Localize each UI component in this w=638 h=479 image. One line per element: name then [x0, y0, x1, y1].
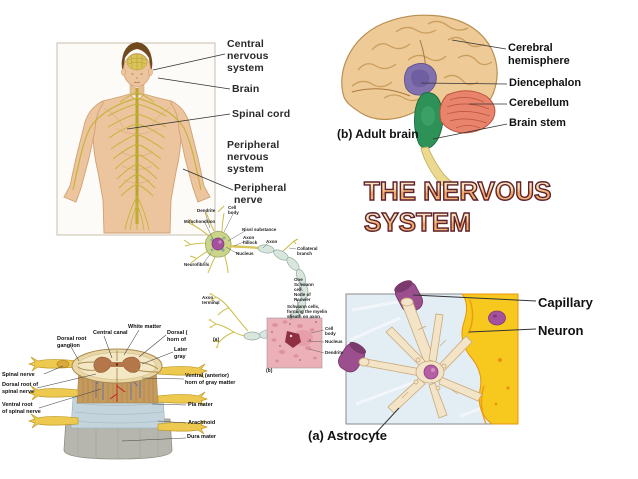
gray-matter-butterfly: [93, 356, 113, 373]
dorsal-root-ganglion-shape: [56, 360, 70, 368]
label-arachnoid: Arachnoid: [188, 420, 216, 426]
label-one-schwann-cell: One Schwann cell: [294, 277, 314, 292]
label-inset-dendrite: Dendrite: [325, 350, 344, 355]
caption-adult-brain: (b) Adult brain: [337, 127, 419, 141]
label-collateral-branch: Collateral branch: [297, 246, 318, 256]
axon-terminals-shape: [209, 293, 249, 348]
caption-neuron-b: (b): [266, 368, 273, 374]
label-ventral-horn: Ventral (anterior) horn of gray matter: [185, 373, 236, 386]
slide-title-line1: THE NERVOUS: [363, 175, 552, 206]
label-dendrite: Dendrite: [197, 208, 216, 213]
hair: [121, 42, 153, 72]
slide-title: THE NERVOUS SYSTEM: [363, 175, 552, 238]
label-cerebellum: Cerebellum: [509, 97, 569, 109]
left-arm: [63, 100, 104, 203]
label-nissl-substance: Nissl substance: [242, 227, 277, 232]
astrocyte-figure-illustration: [338, 280, 519, 425]
sacral-nerves: [124, 195, 150, 231]
neuron-figure-illustration: [183, 205, 325, 369]
label-dorsal-root-ganglion: Dorsal root ganglion: [57, 336, 87, 349]
label-dura-mater: Dura mater: [187, 434, 217, 440]
label-schwann-cells: Schwann cells, forming the myelin sheath…: [287, 304, 328, 319]
body-figure-illustration: [56, 42, 216, 236]
astrocyte-nucleus-shape: [423, 364, 439, 380]
central-canal-shape: [115, 363, 119, 366]
label-central-canal: Central canal: [93, 330, 128, 336]
label-cell-body: Cell body: [228, 205, 239, 215]
spinal-cord-shape: [135, 88, 139, 224]
capillary-left: [338, 341, 367, 373]
label-central-nervous-system: Central nervous system: [227, 38, 269, 74]
label-spinal-cord: Spinal cord: [232, 108, 291, 120]
leader-lines: [126, 39, 537, 435]
dendrites: [183, 205, 229, 274]
caption-neuron-a: (a): [213, 337, 220, 343]
label-nucleus: Nucleus: [236, 251, 254, 256]
axon-shape: [228, 244, 260, 250]
slide-title-line2: SYSTEM: [363, 206, 471, 237]
astrocyte-arms: [358, 297, 483, 419]
label-axon-terminal: Axon terminal: [202, 295, 220, 305]
label-inset-nucleus: Nucleus: [325, 339, 343, 344]
label-astro-neuron: Neuron: [538, 323, 584, 338]
label-dorsal-root: Dorsal root of spinal nerve: [2, 382, 39, 395]
neuron-nucleus: [211, 237, 225, 251]
label-axon: Axon: [266, 239, 278, 244]
brain-figure-illustration: [341, 14, 498, 187]
spinal-cord-tail: [420, 146, 452, 187]
label-peripheral-nerve: Peripheral nerve: [234, 182, 287, 206]
label-node-of-ranvier: Node of Ranvier: [294, 292, 311, 302]
label-pia-mater: Pia mater: [188, 402, 213, 408]
right-arm: [170, 100, 211, 203]
spinal-cord-figure-illustration: [28, 329, 208, 460]
label-inset-cell-body: Cell body: [325, 326, 336, 336]
label-spinal-nerve: Spinal nerve: [2, 372, 35, 378]
label-cerebral-hemisphere: Cerebral hemisphere: [508, 42, 570, 67]
label-mitochondrion: Mitochondrion: [184, 219, 216, 224]
label-ventral-root: Ventral root of spinal nerve: [2, 402, 41, 415]
arm-nerves: [72, 97, 202, 191]
label-capillary: Capillary: [538, 295, 593, 310]
neuron-nucleus-shape: [488, 310, 506, 326]
label-axon-hillock: Axon hillock: [243, 235, 258, 245]
label-brain-stem: Brain stem: [509, 117, 566, 129]
label-lateral-gray: Later gray: [174, 347, 188, 360]
rib-nerves: [107, 103, 167, 197]
label-peripheral-nervous-system: Peripheral nervous system: [227, 139, 280, 175]
spinal-leader-lines: [36, 329, 187, 442]
caption-astrocyte: (a) Astrocyte: [308, 428, 387, 443]
label-brain: Brain: [232, 83, 260, 95]
label-neurofibrils: Neurofibrils: [184, 262, 210, 267]
label-white-matter: White matter: [128, 324, 162, 330]
label-diencephalon: Diencephalon: [509, 77, 582, 89]
neuron-leader-lines: [202, 211, 325, 354]
label-dorsal-horn: Dorsal ( horn of: [167, 330, 188, 343]
collateral-branch-shape: [282, 238, 299, 252]
